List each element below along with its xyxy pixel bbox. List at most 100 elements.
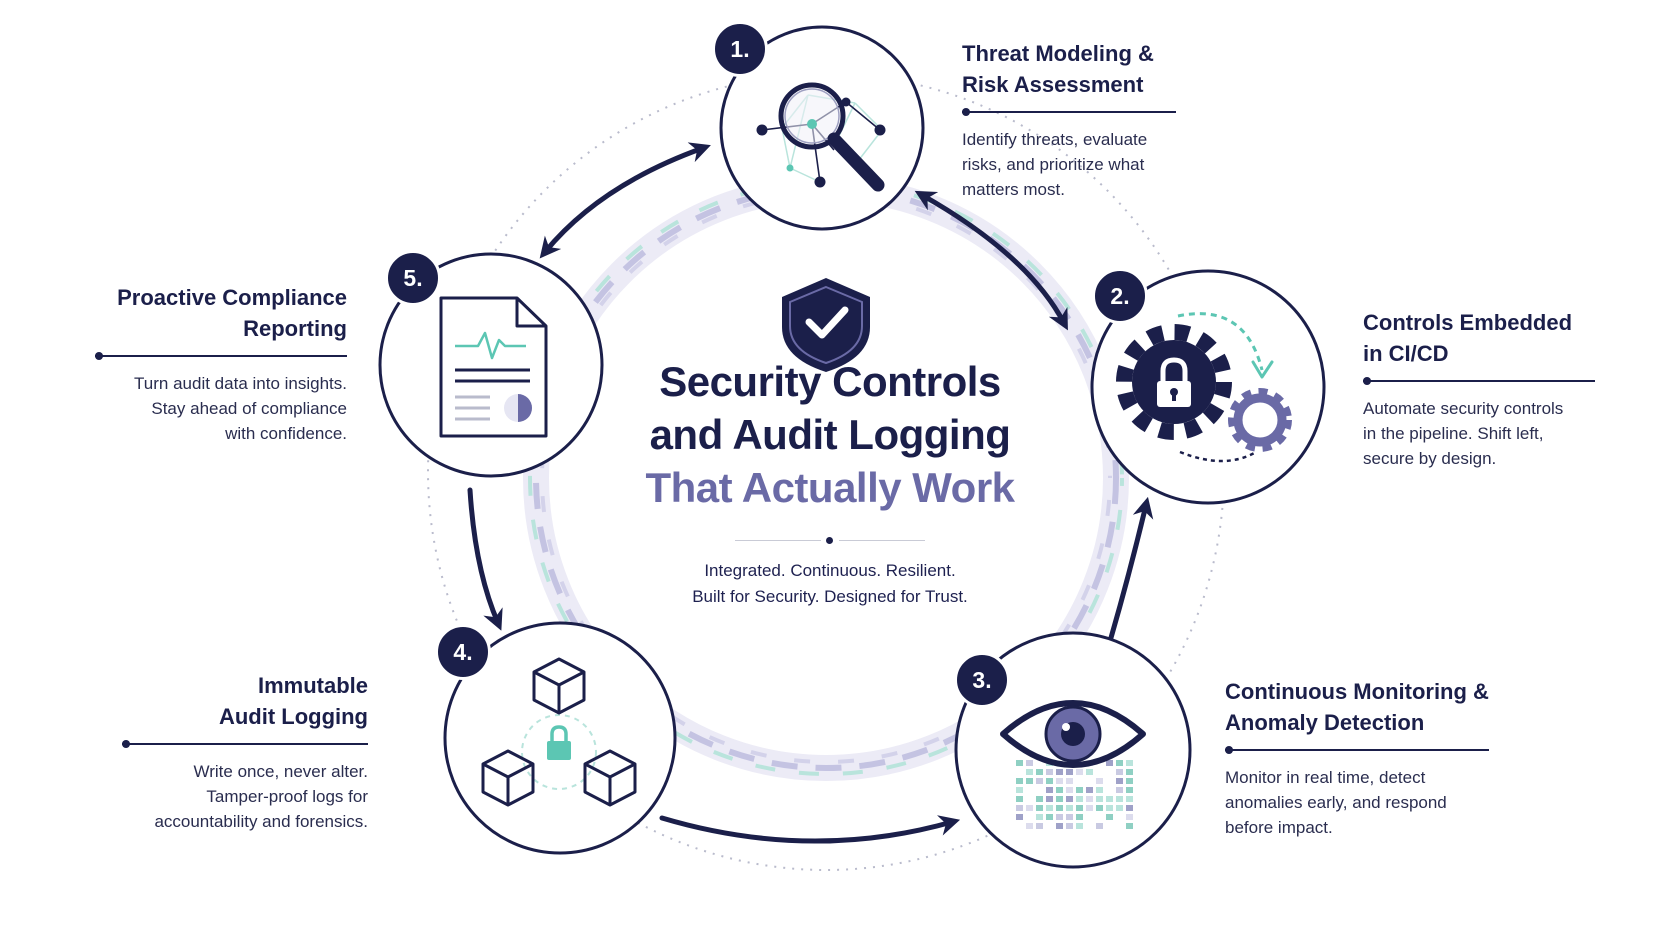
step-2-title: Controls Embedded in CI/CD [1363,310,1573,366]
data-stream-cell [1076,787,1083,793]
data-stream-cell [1076,796,1083,802]
step-4-rule [122,740,368,748]
data-stream-cell [1116,778,1123,784]
data-stream-cell [1026,760,1033,766]
data-stream-cell [1056,778,1063,784]
step-5-description: Turn audit data into insights. Stay ahea… [134,374,347,443]
data-stream-cell [1106,814,1113,820]
data-stream-cell [1126,760,1133,766]
title-line-2: and Audit Logging [649,411,1011,458]
data-stream-cell [1106,805,1113,811]
data-stream-cell [1016,796,1023,802]
step-1-number-badge: 1. [712,21,768,77]
data-stream-cell [1066,814,1073,820]
magnifier-network-icon [756,82,886,192]
data-stream-cell [1036,805,1043,811]
eye-data-icon [1000,700,1146,829]
data-stream-cell [1086,769,1093,775]
data-stream-cell [1096,823,1103,829]
step-5-text: Proactive Compliance Reporting Turn audi… [95,282,347,446]
data-stream-cell [1056,787,1063,793]
data-stream-cell [1026,805,1033,811]
arrow-1-to-2 [914,190,1068,331]
data-stream-cell [1066,796,1073,802]
arrow-3-to-2 [1105,496,1154,651]
data-stream-cell [1096,805,1103,811]
data-stream-cell [1016,805,1023,811]
data-stream-cell [1076,823,1083,829]
data-stream-cell [1026,823,1033,829]
step-1-node [719,25,925,231]
data-stream-cell [1016,814,1023,820]
report-document-icon [439,296,548,438]
data-stream-cell [1046,769,1053,775]
data-stream-cell [1066,805,1073,811]
step-5-number: 5. [403,264,423,291]
data-stream-cell [1116,805,1123,811]
step-1-rule [962,108,1176,116]
data-stream-cell [1056,769,1063,775]
data-stream-cell [1056,823,1063,829]
step-3-node [954,631,1192,869]
step-4-node [443,621,677,855]
data-stream-cell [1096,796,1103,802]
data-stream-cell [1036,814,1043,820]
data-stream-cell [1046,814,1053,820]
step-1-text: Threat Modeling & Risk Assessment Identi… [962,38,1176,202]
title-line-1: Security Controls [659,358,1001,405]
step-3-title: Continuous Monitoring & Anomaly Detectio… [1225,679,1489,735]
data-stream-cell [1036,769,1043,775]
data-stream-cell [1066,787,1073,793]
step-5-rule [95,352,347,360]
data-stream-cell [1066,769,1073,775]
step-3-description: Monitor in real time, detect anomalies e… [1225,768,1447,837]
step-3-number: 3. [972,666,992,693]
step-2-text: Controls Embedded in CI/CD Automate secu… [1363,307,1595,471]
data-stream-cell [1076,805,1083,811]
data-stream-cell [1046,796,1053,802]
step-2-number: 2. [1110,282,1130,309]
step-4-number-badge: 4. [435,624,491,680]
data-stream-cell [1086,787,1093,793]
step-1-number: 1. [730,35,750,62]
step-2-number-badge: 2. [1092,268,1148,324]
data-stream-cell [1086,805,1093,811]
data-stream-cell [1016,787,1023,793]
data-stream-cell [1046,778,1053,784]
step-1-description: Identify threats, evaluate risks, and pr… [962,130,1148,199]
data-stream-cell [1056,805,1063,811]
data-stream-cell [1046,787,1053,793]
step-5-node [378,252,604,478]
step-5-number-badge: 5. [385,250,441,306]
step-5-title: Proactive Compliance Reporting [117,285,347,341]
tagline-line-2: Built for Security. Designed for Trust. [692,587,968,606]
data-stream-cell [1116,769,1123,775]
data-stream-cell [1116,760,1123,766]
step-4-description: Write once, never alter. Tamper-proof lo… [154,762,368,831]
data-stream-cell [1116,796,1123,802]
data-stream-cell [1096,778,1103,784]
data-stream-cell [1126,787,1133,793]
data-stream-cell [1126,805,1133,811]
cubes-lock-icon [481,657,637,807]
data-stream-cell [1106,796,1113,802]
step-2-rule [1363,377,1595,385]
central-title-block: Security Controls and Audit Logging That… [560,355,1100,610]
step-4-number: 4. [453,638,473,665]
data-stream-cell [1126,823,1133,829]
step-4-text: Immutable Audit Logging Write once, neve… [122,670,368,834]
data-stream-cell [1126,769,1133,775]
data-stream-cell [1126,778,1133,784]
data-stream-cell [1116,787,1123,793]
gears-lock-icon [1116,312,1292,463]
step-1-title: Threat Modeling & Risk Assessment [962,41,1154,97]
data-stream-cell [1016,778,1023,784]
data-stream-cell [1036,823,1043,829]
data-stream-cell [1066,778,1073,784]
step-3-text: Continuous Monitoring & Anomaly Detectio… [1225,676,1489,840]
step-3-number-badge: 3. [954,652,1010,708]
data-stream-cell [1086,796,1093,802]
step-4-title: Immutable Audit Logging [218,673,368,729]
title-line-3: That Actually Work [645,464,1015,511]
